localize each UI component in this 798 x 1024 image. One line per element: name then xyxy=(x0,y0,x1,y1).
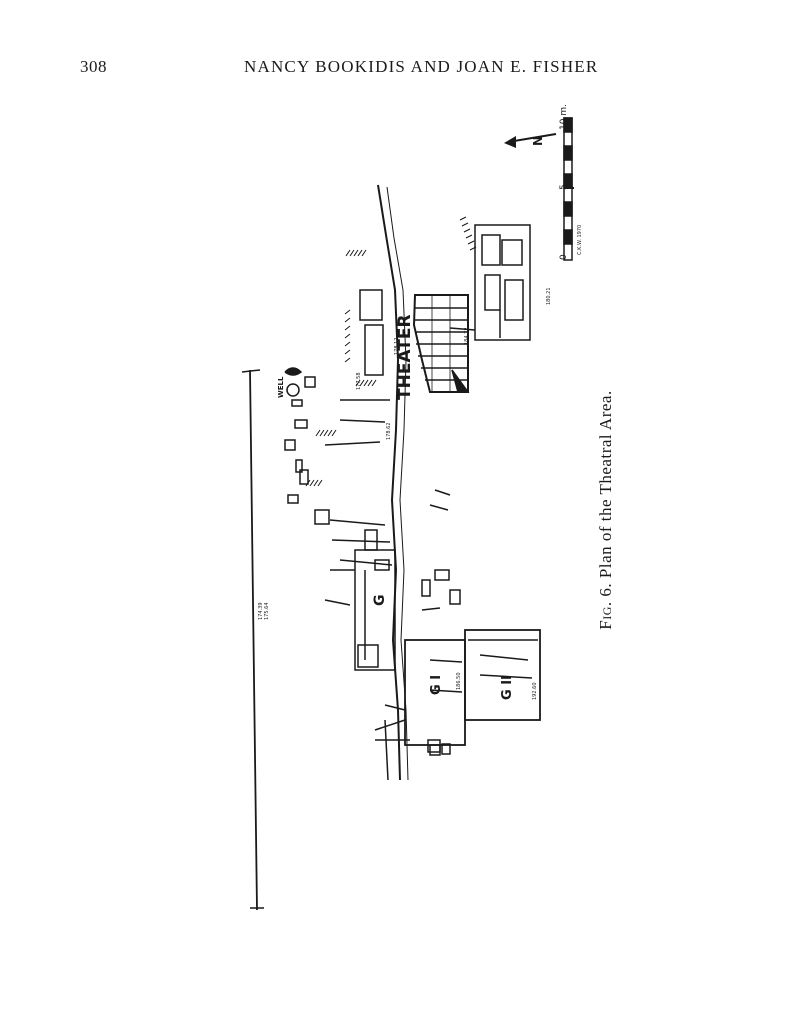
elevation-label: 192.60 xyxy=(532,683,538,701)
elevation-label: 178.12 xyxy=(394,338,400,356)
buildings-g1-g2 xyxy=(374,629,541,746)
north-label: N xyxy=(531,136,545,146)
theatral-area-plan: THEATER WELL G G I G II N 0 5 10 m. C.K.… xyxy=(200,100,620,930)
central-walls xyxy=(284,289,393,571)
building-g-label: G xyxy=(372,595,388,607)
theater-seating xyxy=(412,294,470,393)
road xyxy=(377,184,409,781)
figure-caption: Fig. 6. Plan of the Theatral Area. xyxy=(586,380,626,640)
lower-walls xyxy=(375,719,441,781)
elevation-label: 184.72 xyxy=(464,328,470,346)
running-head: NANCY BOOKIDIS AND JOAN E. FISHER xyxy=(244,57,599,76)
elevation-label: 180.21 xyxy=(546,288,552,306)
elevation-label: 178.62 xyxy=(386,423,392,441)
well-label: WELL xyxy=(277,376,285,398)
scale-credit: C.K.W. 1970 xyxy=(577,225,583,255)
theater-label: THEATER xyxy=(395,314,415,400)
elevation-label: 186.50 xyxy=(456,673,462,691)
building-g1-label: G I xyxy=(429,675,444,695)
outer-fragments xyxy=(421,489,461,755)
north-arrow-icon xyxy=(504,133,557,148)
boundary-line xyxy=(241,369,264,911)
caption-text: Plan of the Theatral Area. xyxy=(596,390,615,579)
hatched-walls xyxy=(305,216,477,487)
scale-tick-5: 5 xyxy=(559,184,569,190)
building-g2-label: G II xyxy=(500,675,515,700)
elevation-label: 175.64 xyxy=(264,603,270,621)
scale-tick-10: 10 m. xyxy=(559,104,569,130)
upper-building xyxy=(449,224,531,341)
elevation-label: 174.39 xyxy=(258,603,264,621)
page-number: 308 xyxy=(80,57,107,76)
caption-label: Fig. 6. xyxy=(596,582,615,630)
building-g xyxy=(324,549,396,671)
elevation-label: 177.58 xyxy=(356,373,362,391)
scale-bar xyxy=(563,117,574,261)
scale-tick-0: 0 xyxy=(559,254,569,260)
